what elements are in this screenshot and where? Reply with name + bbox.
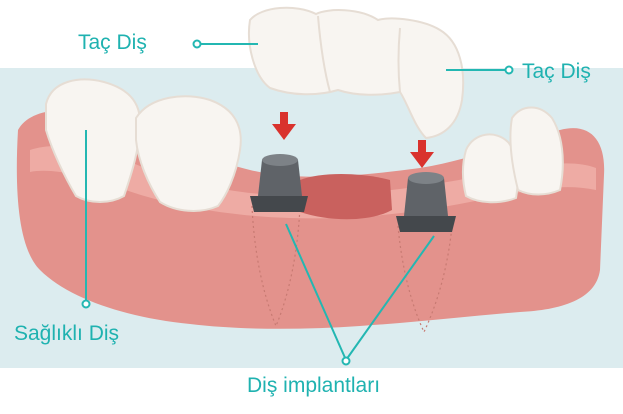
healthy-tooth-4 <box>510 108 562 195</box>
label-implants: Diş implantları <box>247 375 380 396</box>
leader-dot-healthy <box>83 301 90 308</box>
label-crown-left: Taç Diş <box>78 32 147 53</box>
leader-dot-crown-right <box>506 67 513 74</box>
label-healthy-tooth: Sağlıklı Diş <box>14 323 119 344</box>
leader-dot-crown-left <box>194 41 201 48</box>
gum-gap <box>300 174 392 219</box>
arrow-right <box>410 140 434 168</box>
arrow-left <box>272 112 296 140</box>
label-crown-right: Taç Diş <box>522 61 591 82</box>
leader-dot-implants <box>343 358 350 365</box>
